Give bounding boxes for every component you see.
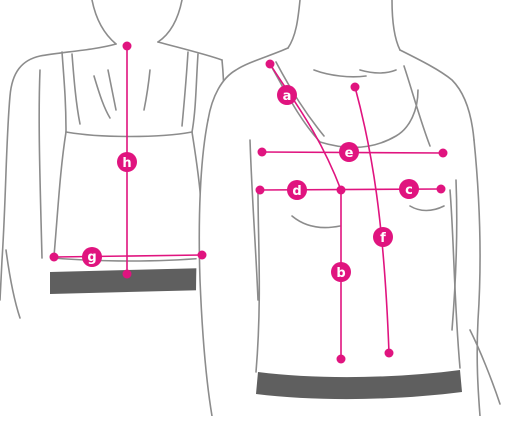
- back-garment-neckline: [66, 132, 192, 137]
- back-left-strap-inner: [72, 54, 80, 124]
- endpoint-a-top: [266, 60, 275, 69]
- label-b: b: [336, 266, 345, 281]
- front-neck-right: [392, 0, 400, 50]
- back-waistband-top: [54, 258, 204, 261]
- back-neck-outline-right: [158, 0, 182, 42]
- back-left-strap: [62, 52, 66, 132]
- label-badge-c: c: [399, 179, 419, 199]
- label-badge-g: g: [82, 247, 102, 267]
- label-badge-d: d: [287, 180, 307, 200]
- endpoint-f-top: [351, 83, 360, 92]
- back-shoulder-blade-left: [108, 70, 116, 110]
- label-d: d: [292, 184, 301, 199]
- back-right-strap-inner: [182, 52, 188, 126]
- label-g: g: [87, 250, 96, 265]
- measure-line-g: [54, 255, 202, 257]
- endpoint-h-bottom: [123, 270, 132, 279]
- back-neck-outline: [92, 0, 116, 44]
- back-torso-left-side: [54, 132, 66, 256]
- label-badge-e: e: [339, 142, 359, 162]
- endpoint-g-right: [198, 251, 207, 260]
- back-shoulder-blade-left2: [94, 76, 110, 118]
- back-right-strap: [192, 54, 198, 132]
- endpoint-f-bottom: [385, 349, 394, 358]
- label-badge-f: f: [373, 227, 393, 247]
- front-right-elbow: [470, 330, 500, 404]
- label-badge-a: a: [277, 85, 297, 105]
- label-e: e: [345, 146, 354, 161]
- back-right-shoulder: [158, 42, 222, 60]
- label-a: a: [283, 89, 292, 104]
- front-body-silhouette: [196, 50, 477, 416]
- endpoint-b-bottom: [337, 355, 346, 364]
- back-shoulder-blade-right: [144, 70, 150, 110]
- endpoint-dc-left: [256, 186, 265, 195]
- label-badge-b: b: [331, 262, 351, 282]
- label-c: c: [405, 183, 413, 198]
- endpoint-e-left: [258, 148, 267, 157]
- endpoint-g-left: [50, 253, 59, 262]
- front-view-figure: [196, 0, 500, 416]
- label-f: f: [380, 231, 386, 246]
- front-neck-left: [288, 0, 300, 48]
- back-left-forearm: [6, 250, 20, 318]
- back-left-inner-arm: [39, 70, 42, 258]
- label-h: h: [122, 156, 131, 171]
- endpoint-dc-right: [437, 185, 446, 194]
- endpoint-dc-center: [337, 186, 346, 195]
- endpoint-h-top: [123, 42, 132, 51]
- endpoint-e-right: [439, 149, 448, 158]
- label-badge-h: h: [117, 152, 137, 172]
